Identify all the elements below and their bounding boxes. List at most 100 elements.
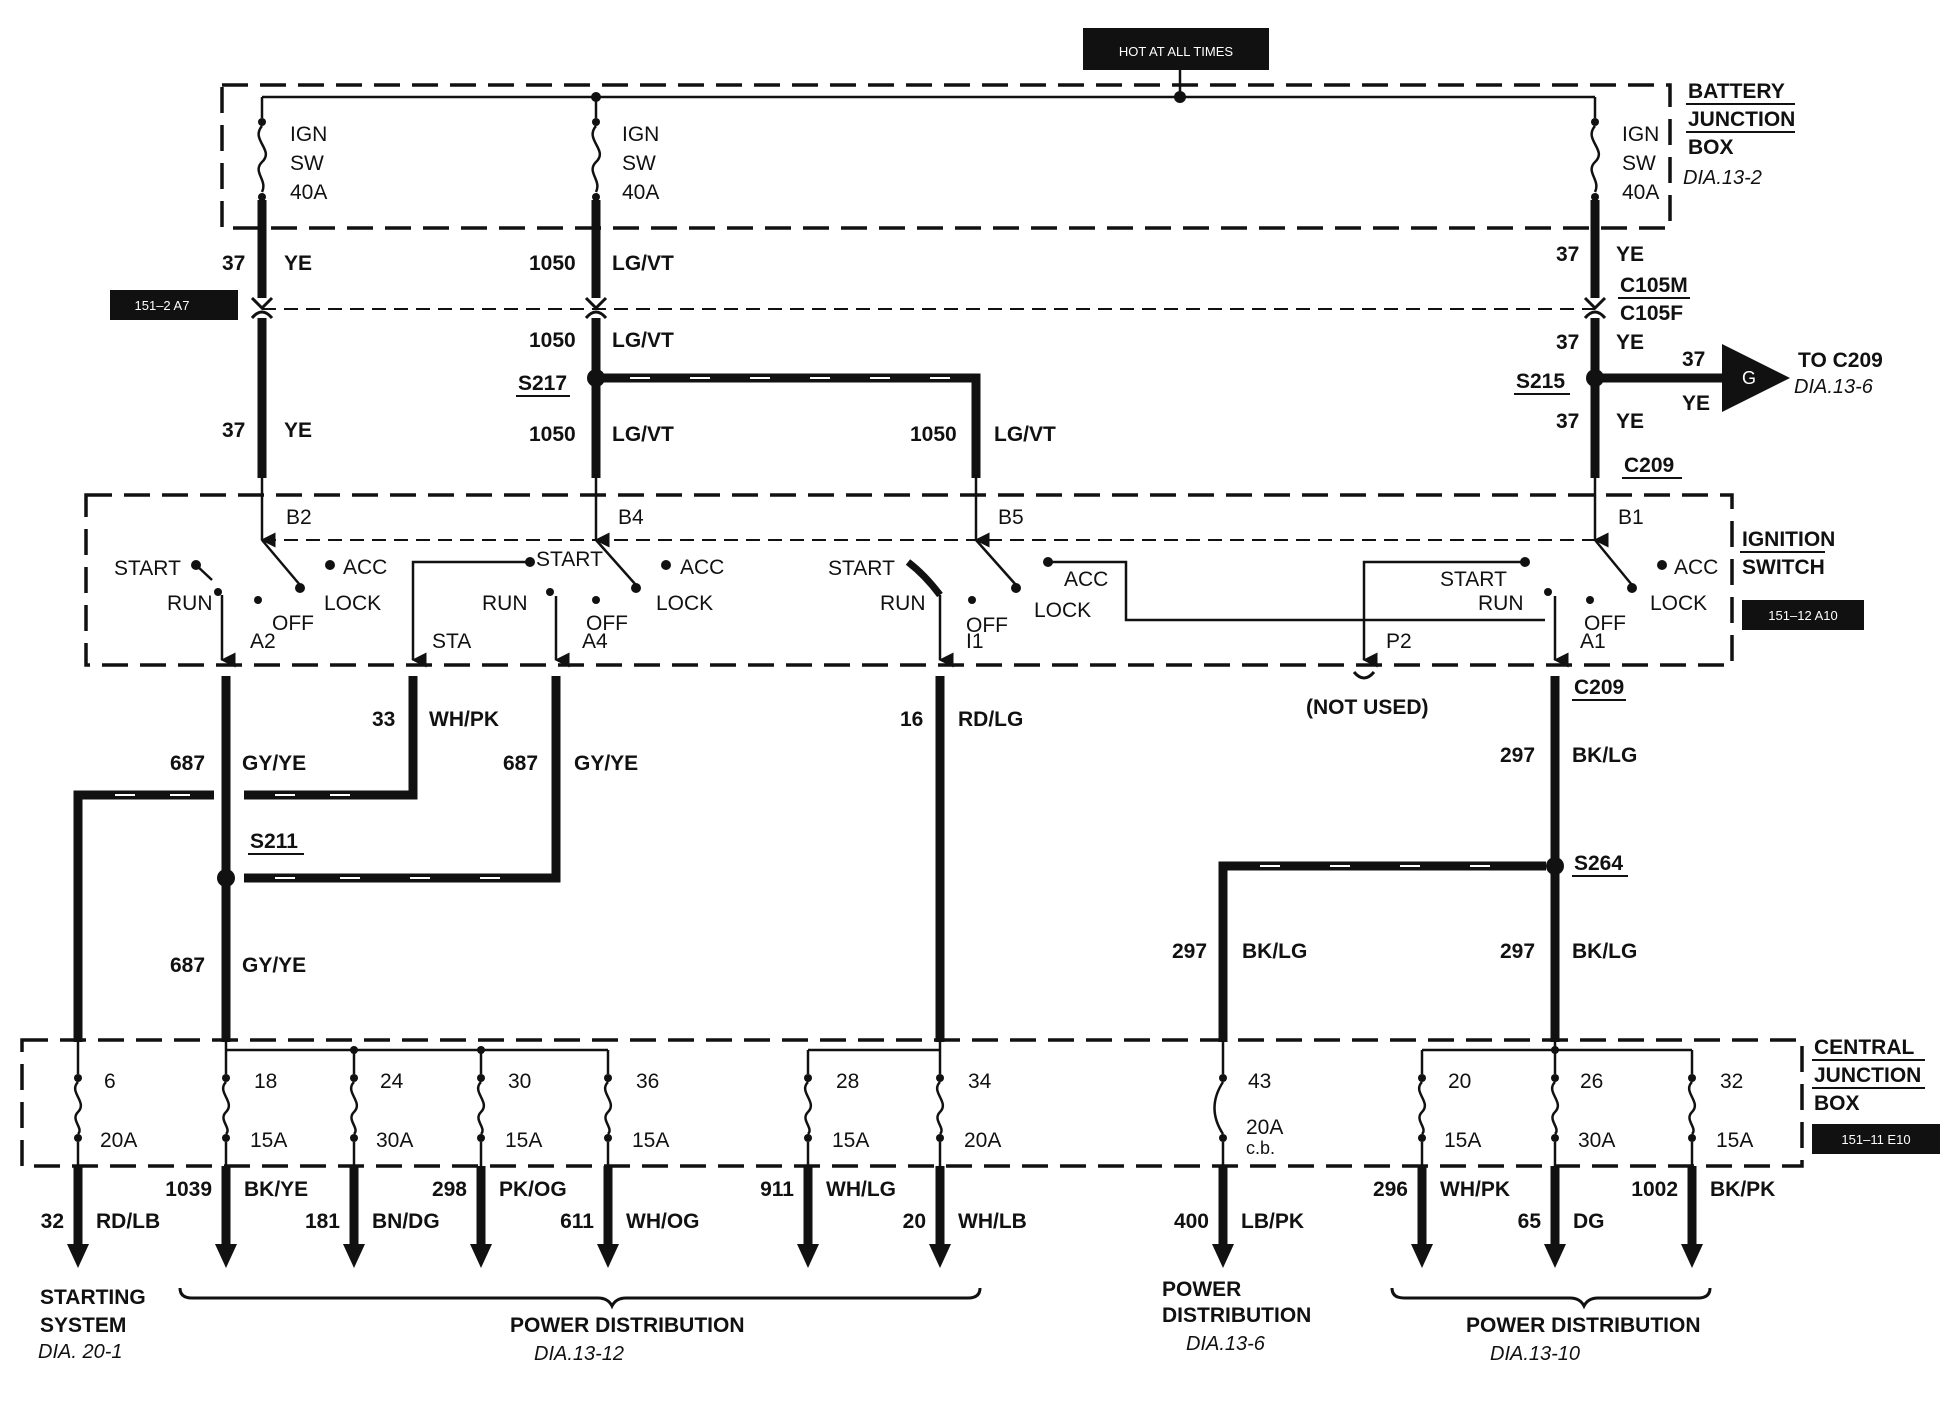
output-circuit-number: 20 — [903, 1210, 926, 1233]
svg-text:40A: 40A — [1622, 181, 1659, 204]
svg-text:297: 297 — [1500, 744, 1535, 767]
svg-text:40A: 40A — [290, 181, 327, 204]
output-circuit-number: 296 — [1373, 1178, 1408, 1201]
svg-text:WH/PK: WH/PK — [429, 708, 499, 731]
svg-text:LG/VT: LG/VT — [994, 423, 1056, 446]
output-wire-color: BN/DG — [372, 1210, 440, 1233]
svg-text:BOX: BOX — [1688, 136, 1734, 159]
svg-text:LOCK: LOCK — [324, 592, 381, 615]
svg-text:151–12 A10: 151–12 A10 — [1768, 608, 1837, 623]
svg-text:START: START — [114, 557, 181, 580]
svg-text:RD/LG: RD/LG — [958, 708, 1023, 731]
svg-text:START: START — [828, 557, 895, 580]
svg-text:28: 28 — [836, 1070, 859, 1093]
output-circuit-number: 1039 — [165, 1178, 212, 1201]
svg-text:20A: 20A — [964, 1129, 1001, 1152]
svg-text:YE: YE — [284, 419, 312, 442]
output-arrow — [1681, 1244, 1703, 1268]
hot-label-tag: HOT AT ALL TIMES — [1083, 28, 1269, 70]
svg-text:RUN: RUN — [167, 592, 213, 615]
svg-text:B5: B5 — [998, 506, 1024, 529]
wire-32-rdlb-starting — [73, 790, 214, 1042]
output-circuit-number: 32 — [41, 1210, 64, 1233]
svg-text:30A: 30A — [376, 1129, 413, 1152]
svg-text:ACC: ACC — [1064, 568, 1108, 591]
wire-297-bklg-branch: 297 BK/LG — [1172, 861, 1546, 1042]
svg-text:6: 6 — [104, 1070, 116, 1093]
svg-text:YE: YE — [284, 252, 312, 275]
svg-text:30A: 30A — [1578, 1129, 1615, 1152]
svg-text:15A: 15A — [832, 1129, 869, 1152]
output-circuit-number: 911 — [760, 1178, 794, 1201]
svg-text:LOCK: LOCK — [656, 592, 713, 615]
svg-text:P2: P2 — [1386, 630, 1412, 653]
svg-text:S215: S215 — [1516, 370, 1565, 393]
battery-junction-box — [220, 83, 1672, 230]
wire-687-gyye-a4: 687 GY/YE — [244, 676, 638, 883]
svg-text:c.b.: c.b. — [1246, 1138, 1275, 1158]
svg-text:OFF: OFF — [966, 614, 1008, 637]
wire-687-gyye-main: 687 GY/YE S211 687 GY/YE — [170, 676, 306, 1042]
svg-text:LG/VT: LG/VT — [612, 329, 674, 352]
wire-1050-lgvt: 1050 LG/VT 1050 LG/VT S217 1050 LG/VT — [516, 200, 674, 478]
svg-text:CENTRAL: CENTRAL — [1814, 1036, 1914, 1059]
battery-fuse-2: IGN SW 40A — [591, 97, 659, 204]
svg-text:(NOT USED): (NOT USED) — [1306, 696, 1429, 719]
svg-text:LG/VT: LG/VT — [612, 423, 674, 446]
svg-text:BK/LG: BK/LG — [1572, 940, 1637, 963]
svg-text:GY/YE: GY/YE — [574, 752, 638, 775]
svg-text:STARTING: STARTING — [40, 1286, 146, 1309]
svg-text:SW: SW — [1622, 152, 1656, 175]
svg-text:SW: SW — [290, 152, 324, 175]
central-fuse-30: 30 15A — [476, 1046, 542, 1166]
svg-text:1050: 1050 — [529, 252, 576, 275]
svg-text:687: 687 — [503, 752, 538, 775]
ref-tag-e10: 151–11 E10 — [1812, 1124, 1940, 1154]
svg-text:151–11 E10: 151–11 E10 — [1841, 1132, 1910, 1147]
svg-text:37: 37 — [1556, 331, 1579, 354]
output-wire-color: WH/LG — [826, 1178, 896, 1201]
svg-text:SWITCH: SWITCH — [1742, 556, 1825, 579]
svg-text:26: 26 — [1580, 1070, 1603, 1093]
output-circuit-number: 298 — [432, 1178, 467, 1201]
output-circuit-number: 65 — [1518, 1210, 1542, 1233]
svg-text:BK/LG: BK/LG — [1242, 940, 1307, 963]
svg-text:POWER DISTRIBUTION: POWER DISTRIBUTION — [510, 1314, 745, 1337]
svg-text:BK/LG: BK/LG — [1572, 744, 1637, 767]
svg-text:20A: 20A — [1246, 1116, 1283, 1139]
output-wire-color: PK/OG — [499, 1178, 567, 1201]
output-arrow — [1544, 1244, 1566, 1268]
svg-text:DIA.13-10: DIA.13-10 — [1490, 1343, 1580, 1365]
svg-text:YE: YE — [1616, 410, 1644, 433]
svg-text:DIA.13-6: DIA.13-6 — [1186, 1333, 1266, 1355]
svg-text:YE: YE — [1616, 243, 1644, 266]
svg-text:37: 37 — [1682, 348, 1705, 371]
ignition-switch-title: IGNITION SWITCH — [1740, 528, 1835, 579]
output-wire-color: WH/OG — [626, 1210, 700, 1233]
central-fuse-26: 26 30A — [1550, 1040, 1615, 1166]
output-arrow — [597, 1244, 619, 1268]
svg-text:LOCK: LOCK — [1650, 592, 1707, 615]
svg-text:C105F: C105F — [1620, 302, 1683, 325]
ignition-switch-section-4: B1 START RUN OFF ACC LOCK P2 A1 — [1362, 478, 1718, 668]
svg-text:YE: YE — [1682, 392, 1710, 415]
ref-tag-a7: 151–2 A7 — [110, 290, 238, 320]
svg-text:RUN: RUN — [880, 592, 926, 615]
svg-text:37: 37 — [222, 252, 245, 275]
svg-text:ACC: ACC — [1674, 556, 1718, 579]
central-fuse-34: 34 20A — [935, 1040, 1001, 1166]
svg-text:C209: C209 — [1624, 454, 1674, 477]
ignition-switch-section-3: B5 START RUN OFF ACC LOCK I1 — [828, 478, 1545, 668]
svg-text:30: 30 — [508, 1070, 531, 1093]
output-arrow — [797, 1244, 819, 1268]
svg-text:ACC: ACC — [680, 556, 724, 579]
svg-text:STA: STA — [432, 630, 471, 653]
svg-text:YE: YE — [1616, 331, 1644, 354]
to-c209-connector: 37 YE G TO C209 DIA.13-6 — [1595, 344, 1883, 415]
central-fuse-18: 18 15A — [221, 1040, 287, 1166]
